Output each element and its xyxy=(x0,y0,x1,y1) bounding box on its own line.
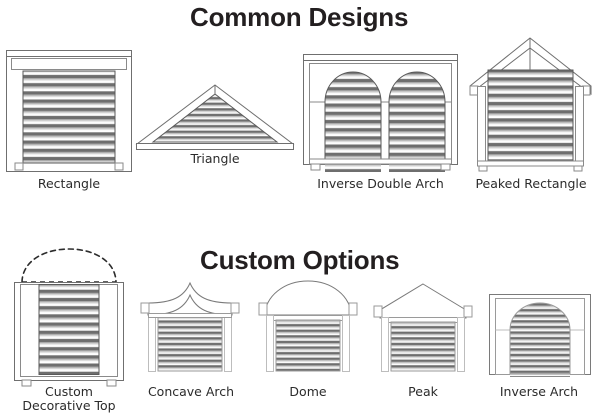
caption-inverse-double-arch: Inverse Double Arch xyxy=(317,176,444,191)
custom-decorative-top-body xyxy=(14,248,124,387)
caption-custom-decorative-top: Custom Decorative Top xyxy=(22,384,116,414)
caption-triangle: Triangle xyxy=(190,151,240,166)
figure-inverse-arch xyxy=(488,292,592,380)
rectangle-body xyxy=(6,50,132,172)
figure-inverse-double-arch xyxy=(303,54,458,172)
caption-dome: Dome xyxy=(289,384,327,399)
triangle-body xyxy=(135,84,295,150)
caption-concave-arch: Concave Arch xyxy=(147,384,235,399)
section-title-common-designs: Common Designs xyxy=(190,2,409,32)
figure-dome xyxy=(256,279,360,379)
caption-peaked-rectangle: Peaked Rectangle xyxy=(475,176,587,191)
figure-peaked-rectangle xyxy=(468,36,593,172)
caption-peak: Peak xyxy=(408,384,438,399)
figure-peak xyxy=(371,281,475,379)
concave-arch-body xyxy=(140,281,240,372)
dome-body xyxy=(258,280,358,372)
figure-triangle xyxy=(135,80,295,152)
figure-custom-decorative-top xyxy=(13,232,125,390)
caption-inverse-arch: Inverse Arch xyxy=(499,384,579,399)
peak-body xyxy=(373,283,473,372)
inverse-double-arch-body xyxy=(303,54,458,172)
figure-concave-arch xyxy=(138,281,242,379)
caption-rectangle: Rectangle xyxy=(37,176,101,191)
peaked-rectangle-body xyxy=(469,37,592,172)
figure-rectangle xyxy=(6,50,132,172)
inverse-arch-body xyxy=(489,294,591,377)
section-title-custom-options: Custom Options xyxy=(200,245,400,275)
